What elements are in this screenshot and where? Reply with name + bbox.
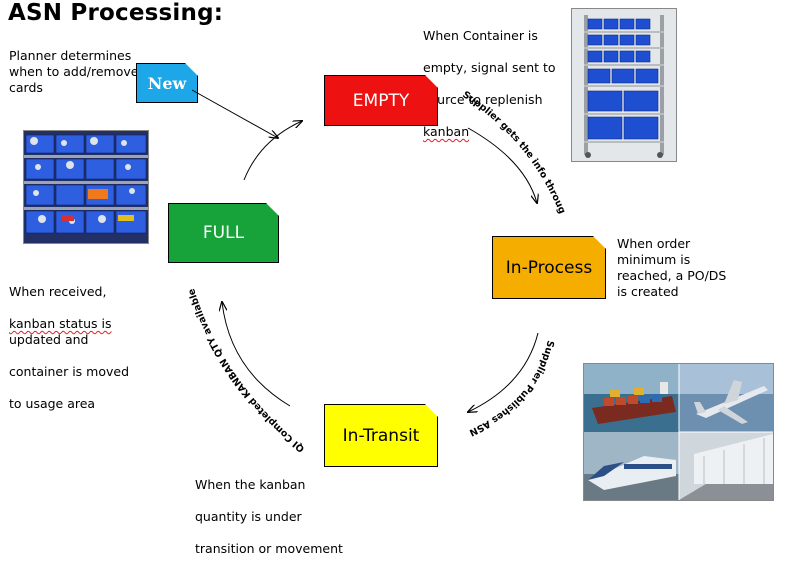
transit-note-line: transition or movement — [195, 541, 343, 556]
order-note: When order minimum is reached, a PO/DS i… — [617, 236, 727, 299]
in-process-card: In-Process — [492, 236, 606, 299]
empty-card: EMPTY — [324, 75, 438, 126]
transit-note-line: When the kanban — [195, 477, 306, 492]
received-note-line: to usage area — [9, 396, 96, 411]
in-transit-card: In-Transit — [324, 404, 438, 467]
parts-bins-photo — [23, 130, 149, 244]
received-note-line: container is moved — [9, 364, 130, 379]
arrow-new-to-empty — [191, 89, 278, 138]
received-note: When received, kanban status is updated … — [9, 268, 149, 428]
planner-note: Planner determines when to add/remove ca… — [9, 48, 139, 95]
arrow-inprocess-to-transit — [468, 332, 539, 412]
arrow-full-to-empty — [243, 121, 302, 181]
transport-collage-photo — [583, 363, 774, 501]
in-transit-card-label: In-Transit — [342, 425, 420, 446]
full-card-label: FULL — [202, 223, 245, 243]
empty-note-line: kanban — [423, 124, 470, 139]
full-card: FULL — [168, 203, 279, 263]
new-card: New — [136, 63, 198, 103]
new-card-label: New — [147, 73, 187, 93]
empty-note-line: empty, signal sent to — [423, 60, 556, 75]
completed-label: QI Completed KANBAN QTY available — [186, 287, 307, 454]
received-note-line: When received, — [9, 284, 107, 299]
page-title: ASN Processing: — [8, 0, 224, 26]
received-note-line: updated and — [9, 332, 89, 347]
empty-note-line: When Container is — [423, 28, 538, 43]
arrow-transit-to-full — [222, 302, 291, 407]
transit-note-line: quantity is under — [195, 509, 302, 524]
received-note-line: kanban status is — [9, 316, 112, 331]
supplier-asn-label: Supplier Publishes ASN — [467, 339, 555, 438]
arrow-empty-to-inprocess — [467, 127, 537, 203]
empty-card-label: EMPTY — [352, 90, 410, 111]
shelving-rack-photo — [571, 8, 677, 162]
in-process-card-label: In-Process — [505, 257, 593, 278]
